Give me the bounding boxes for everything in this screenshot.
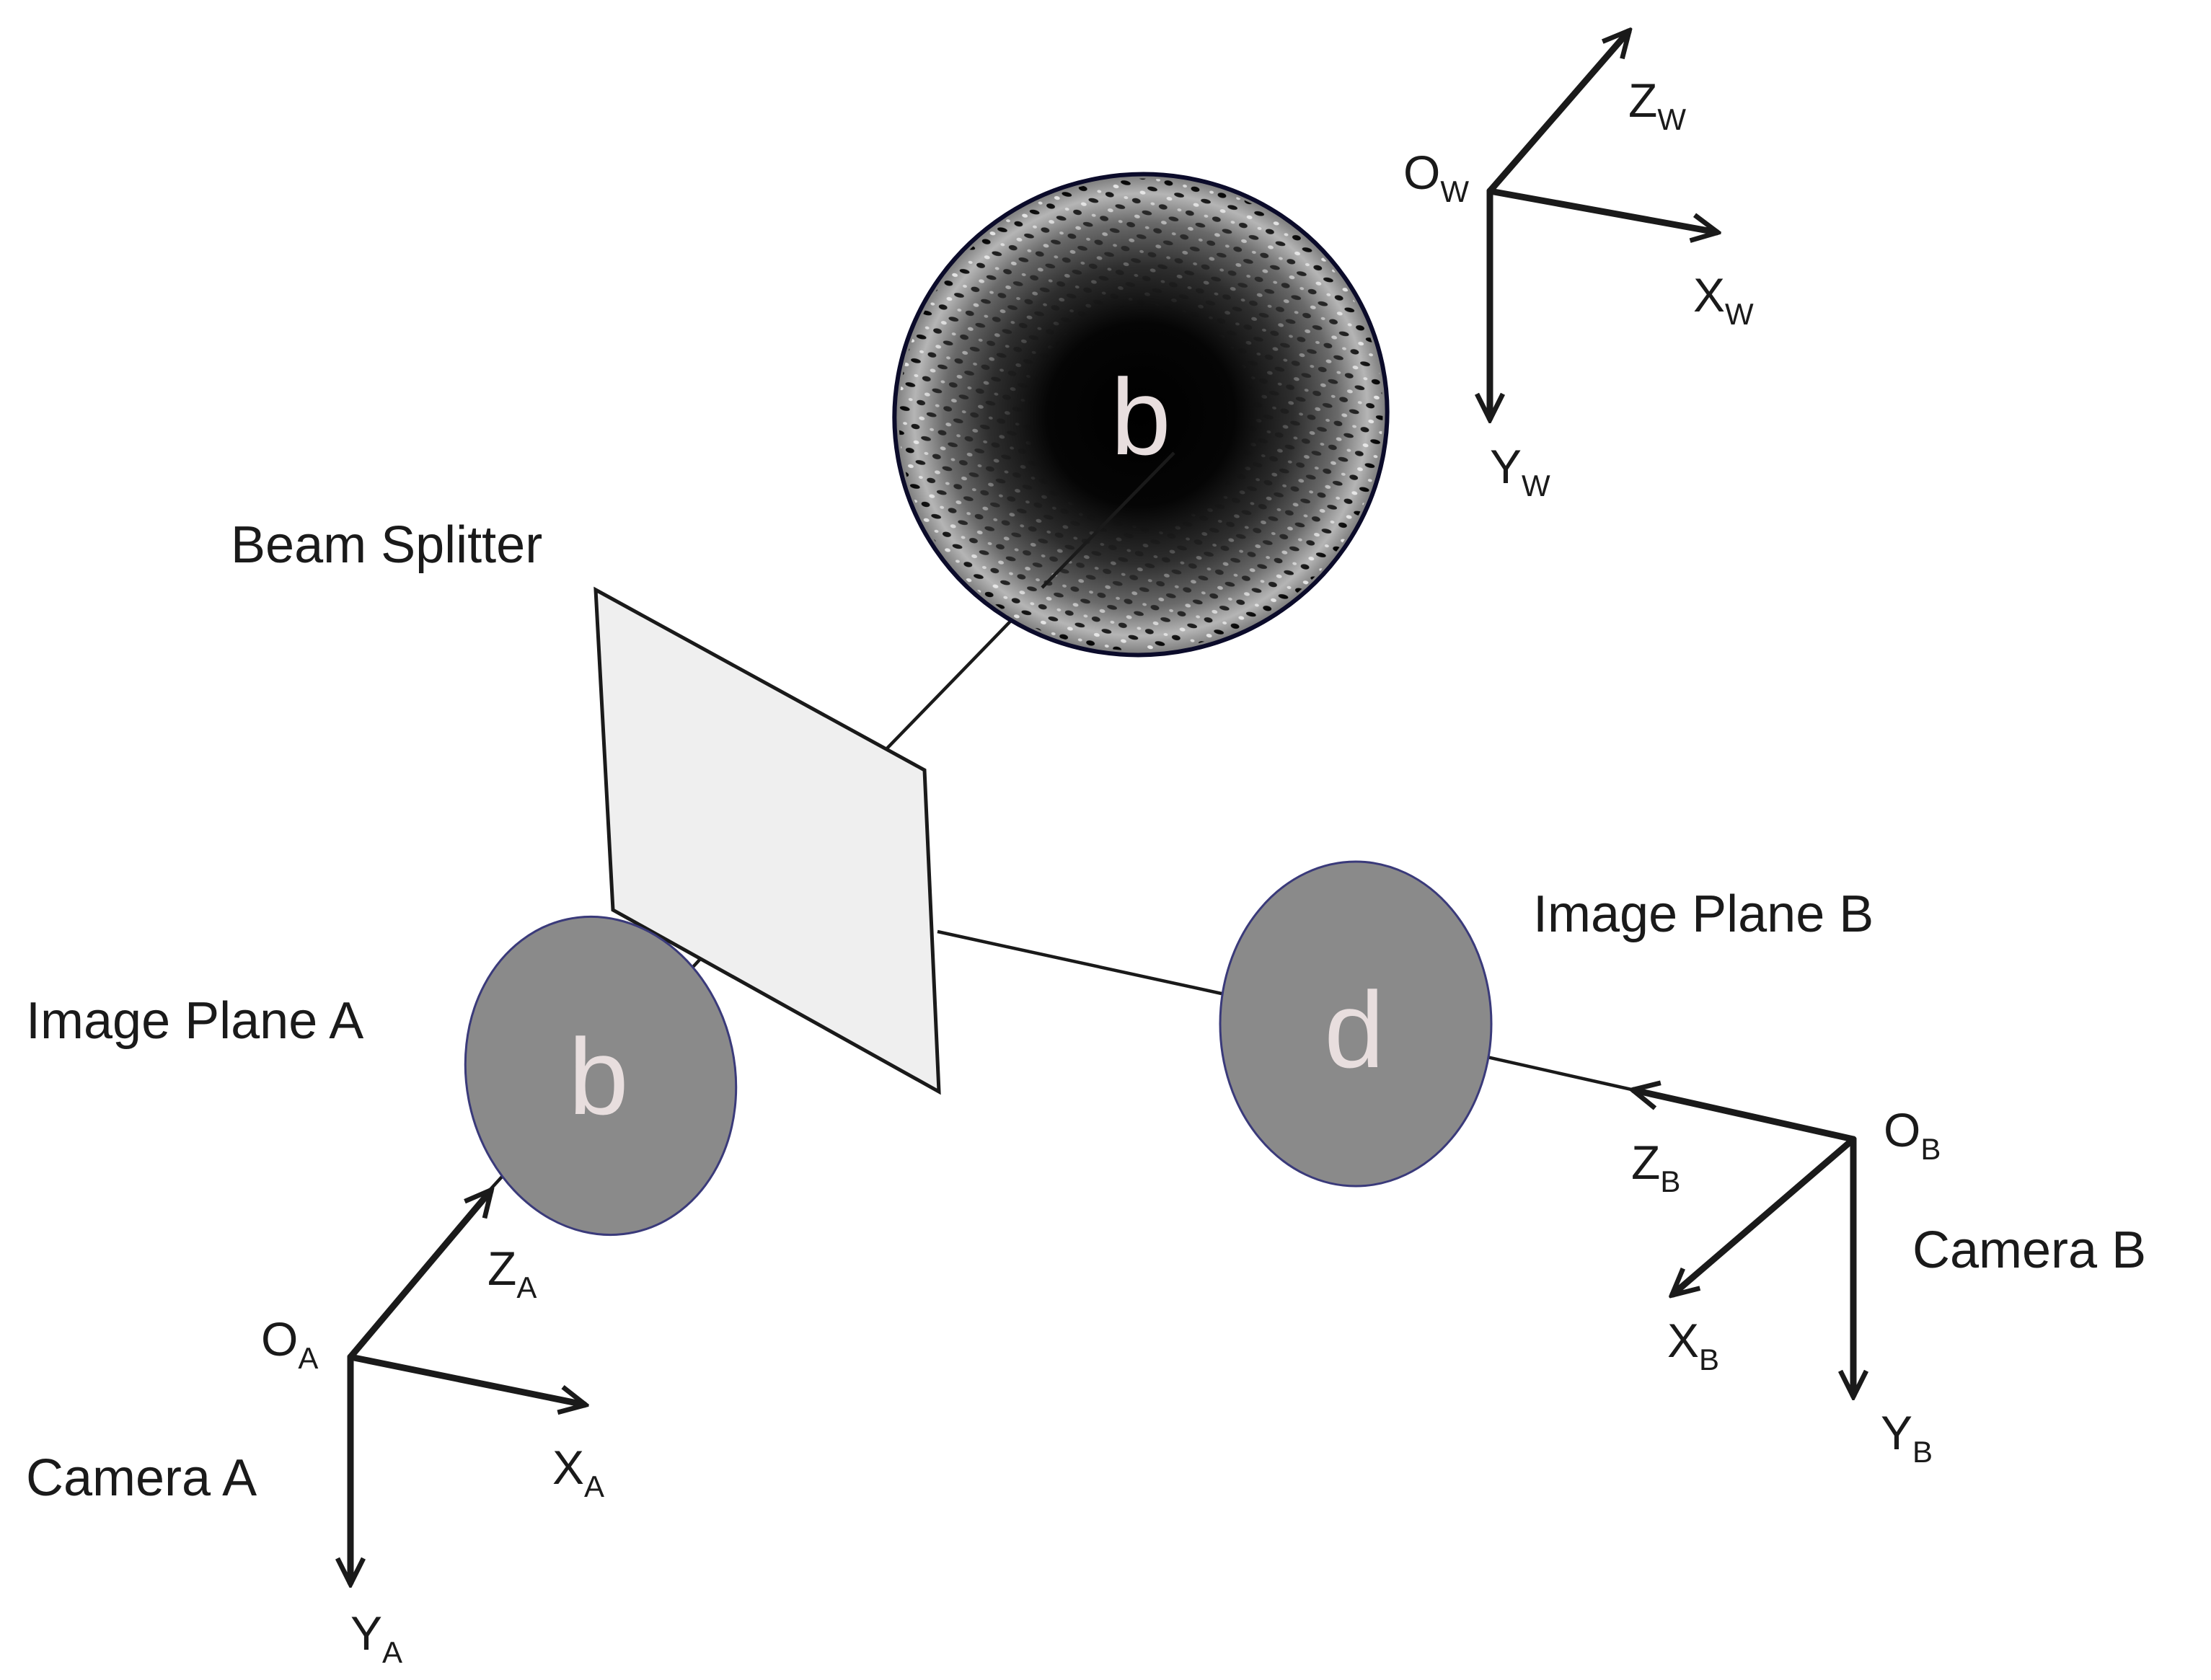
image-plane-a: b [464, 915, 738, 1237]
camera-a-x-label: XA [552, 1441, 604, 1503]
image-plane-a-label: Image Plane A [26, 992, 363, 1050]
image-plane-a-disc [464, 915, 738, 1237]
camera-b-z-axis [1634, 1090, 1857, 1143]
camera-a-z-label: ZA [487, 1242, 537, 1304]
camera-b-axes: OB ZB XB YB [1631, 1090, 1941, 1469]
camera-b-x-axis [1673, 1136, 1857, 1294]
speckle-object-texture [899, 178, 1383, 651]
beam-splitter-label: Beam Splitter [231, 516, 542, 574]
image-plane-b-disc [1219, 860, 1493, 1188]
world-z-axis [1486, 32, 1628, 195]
speckle-object: b [892, 172, 1390, 658]
beam-splitter-plate [593, 586, 941, 1095]
camera-a-origin-label: OA [261, 1312, 318, 1375]
world-origin-label: OW [1403, 146, 1469, 208]
image-plane-a-glyph: b [568, 1016, 628, 1137]
image-plane-b-glyph: d [1324, 969, 1384, 1090]
world-y-label: YW [1490, 440, 1550, 503]
world-x-axis [1486, 187, 1716, 232]
camera-a-x-axis [347, 1353, 584, 1405]
object-glyph: b [1111, 356, 1170, 477]
image-plane-b-label: Image Plane B [1533, 885, 1874, 943]
camera-a-axes: OA ZA XA YA [261, 1191, 604, 1669]
camera-a-y-label: YA [350, 1606, 402, 1669]
ray-splitter-to-plane-b [937, 929, 1222, 996]
camera-b-label: Camera B [1912, 1221, 2146, 1279]
camera-b-x-label: XB [1667, 1314, 1719, 1376]
camera-b-origin-label: OB [1884, 1103, 1941, 1166]
world-z-label: ZW [1628, 74, 1686, 136]
camera-b-y-label: YB [1881, 1406, 1933, 1469]
world-axes: OW ZW XW YW [1403, 32, 1754, 503]
image-plane-b: d [1219, 860, 1493, 1188]
camera-a-z-axis [347, 1191, 490, 1361]
camera-a-label: Camera A [26, 1449, 257, 1507]
world-x-label: XW [1693, 268, 1754, 331]
camera-b-z-label: ZB [1631, 1136, 1680, 1198]
ray-object-inner [1041, 451, 1175, 589]
